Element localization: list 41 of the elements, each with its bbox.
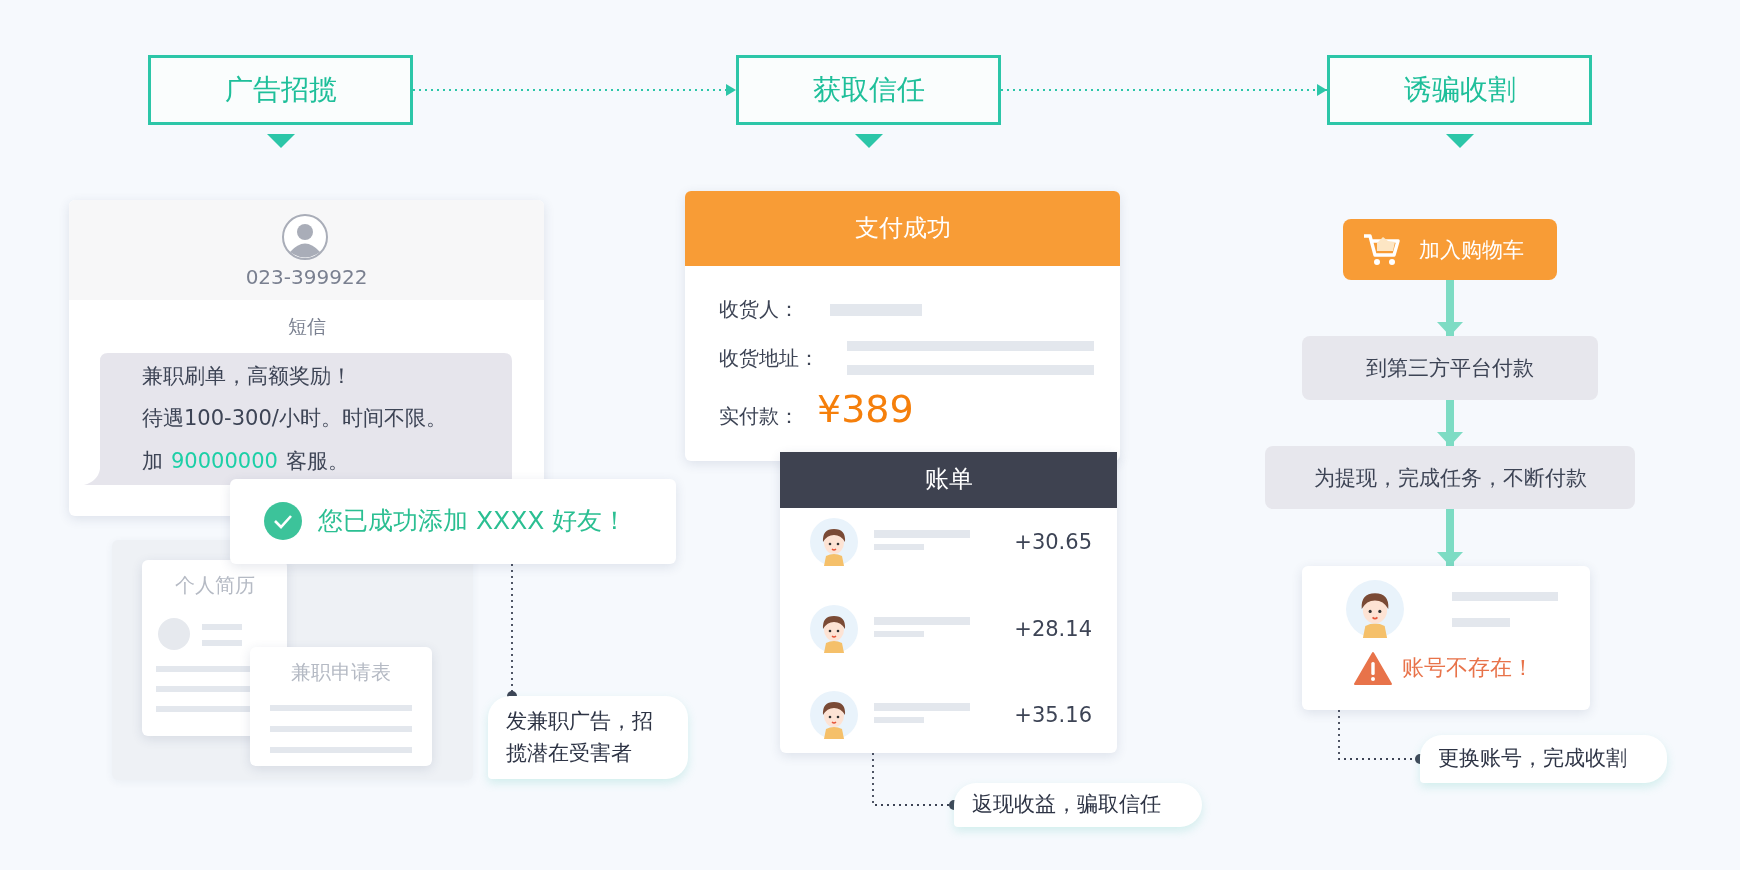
amount-value: +30.65 [1014, 529, 1092, 556]
message-text: 客服。 [285, 448, 349, 475]
card-title: 支付成功 [854, 213, 951, 244]
application-form-card [250, 647, 432, 766]
card-title: 账单 [924, 464, 973, 495]
stage-heading: 诱骗收割 [1327, 55, 1592, 125]
process-step: 为提现，完成任务，不断付款 [1265, 446, 1635, 509]
message-bubble [84, 353, 512, 485]
phone-number: 023-399922 [245, 264, 368, 290]
toast-notification [230, 479, 676, 564]
message-text: 加 [142, 448, 163, 475]
field-label: 收货地址： [719, 345, 819, 371]
bill-card [780, 452, 1117, 753]
message-text: 待遇100-300/小时。时间不限。 [142, 405, 447, 432]
arrow [412, 84, 737, 96]
step-label: 加入购物车 [1419, 236, 1524, 264]
amount-value: +35.16 [1014, 702, 1092, 729]
card-title: 兼职申请表 [291, 659, 391, 685]
warning-text: 账号不存在！ [1402, 654, 1534, 682]
amount-value: ¥389 [817, 386, 914, 433]
account-card [1302, 566, 1590, 710]
arrow [1437, 509, 1463, 566]
account-number: 90000000 [171, 448, 278, 475]
stage-heading: 获取信任 [736, 55, 1001, 125]
card-title: 个人简历 [174, 572, 255, 598]
callout-note: 返现收益，骗取信任 [954, 783, 1202, 827]
arrow [1437, 280, 1463, 336]
callout-note: 发兼职广告，招揽潜在受害者 [488, 696, 688, 779]
payment-card [685, 191, 1120, 461]
process-step: 到第三方平台付款 [1302, 336, 1598, 400]
arrow [1000, 84, 1328, 96]
arrow [1437, 400, 1463, 446]
add-to-cart-step [1343, 219, 1557, 280]
field-label: 实付款： [719, 403, 799, 429]
toast-text: 您已成功添加 XXXX 好友！ [318, 505, 628, 537]
amount-value: +28.14 [1014, 616, 1092, 643]
message-text: 兼职刷单，高额奖励！ [142, 363, 352, 390]
stage-heading: 广告招揽 [148, 55, 413, 125]
message-type-label: 短信 [287, 314, 326, 339]
field-label: 收货人： [719, 296, 799, 322]
callout-note: 更换账号，完成收割 [1420, 735, 1667, 783]
